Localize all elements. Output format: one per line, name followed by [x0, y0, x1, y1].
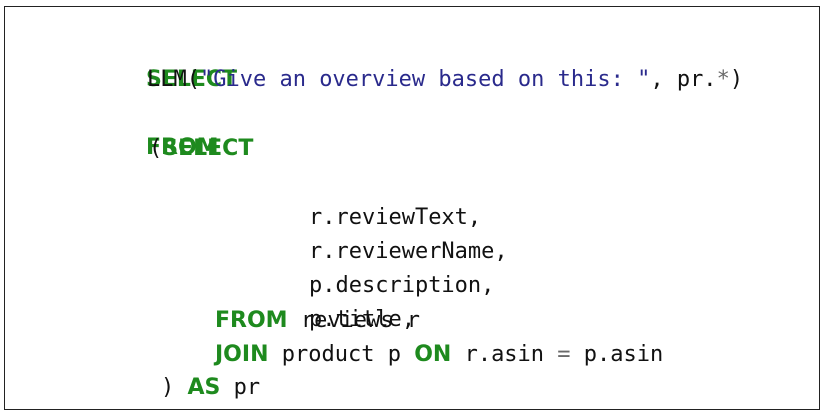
code-block: SELECT LLM("Give an overview based on th…: [4, 6, 820, 410]
code-line-1: SELECT: [93, 29, 237, 92]
code-line-10: JOIN product p ON r.asin = p.asin: [215, 338, 663, 372]
code-line-7: p.description,: [256, 235, 494, 298]
code-line-9: FROM reviews r: [215, 304, 420, 338]
keyword-select: SELECT: [145, 67, 238, 92]
column-description: p.description,: [308, 273, 495, 298]
column-review-text: r.reviewText,: [308, 205, 482, 230]
column-reviewer-name: r.reviewerName,: [308, 239, 508, 264]
function-llm: LLM(: [147, 67, 200, 92]
equals-operator: =: [557, 342, 571, 367]
open-paren: (: [149, 136, 163, 161]
code-line-5: r.reviewText,: [256, 167, 481, 230]
code-line-4: (SELECT: [149, 132, 253, 166]
keyword-on: ON: [414, 342, 452, 367]
keyword-select: SELECT: [162, 136, 254, 161]
close-paren: ): [161, 375, 188, 400]
code-line-8: p.title,: [256, 269, 415, 332]
string-literal: "Give an overview based on this: ": [199, 67, 651, 92]
join-right-operand: p.asin: [570, 342, 664, 367]
join-left-operand: r.asin: [451, 342, 558, 367]
keyword-from: FROM: [215, 308, 288, 333]
code-line-3: FROM: [93, 97, 219, 160]
code-line-2: LLM("Give an overview based on this: ", …: [147, 63, 743, 97]
alias-pr: pr: [220, 375, 261, 400]
asterisk-operator: *: [716, 67, 730, 92]
code-text: , pr.: [650, 67, 717, 92]
keyword-join: JOIN: [215, 342, 269, 367]
column-title: p.title,: [308, 307, 415, 332]
table-product: product p: [268, 342, 415, 367]
keyword-from: FROM: [145, 135, 219, 160]
table-reviews: reviews r: [287, 308, 421, 333]
code-line-11: ) AS pr: [161, 371, 260, 405]
keyword-as: AS: [187, 375, 221, 400]
code-line-6: r.reviewerName,: [256, 201, 508, 264]
code-text: ): [729, 67, 744, 92]
